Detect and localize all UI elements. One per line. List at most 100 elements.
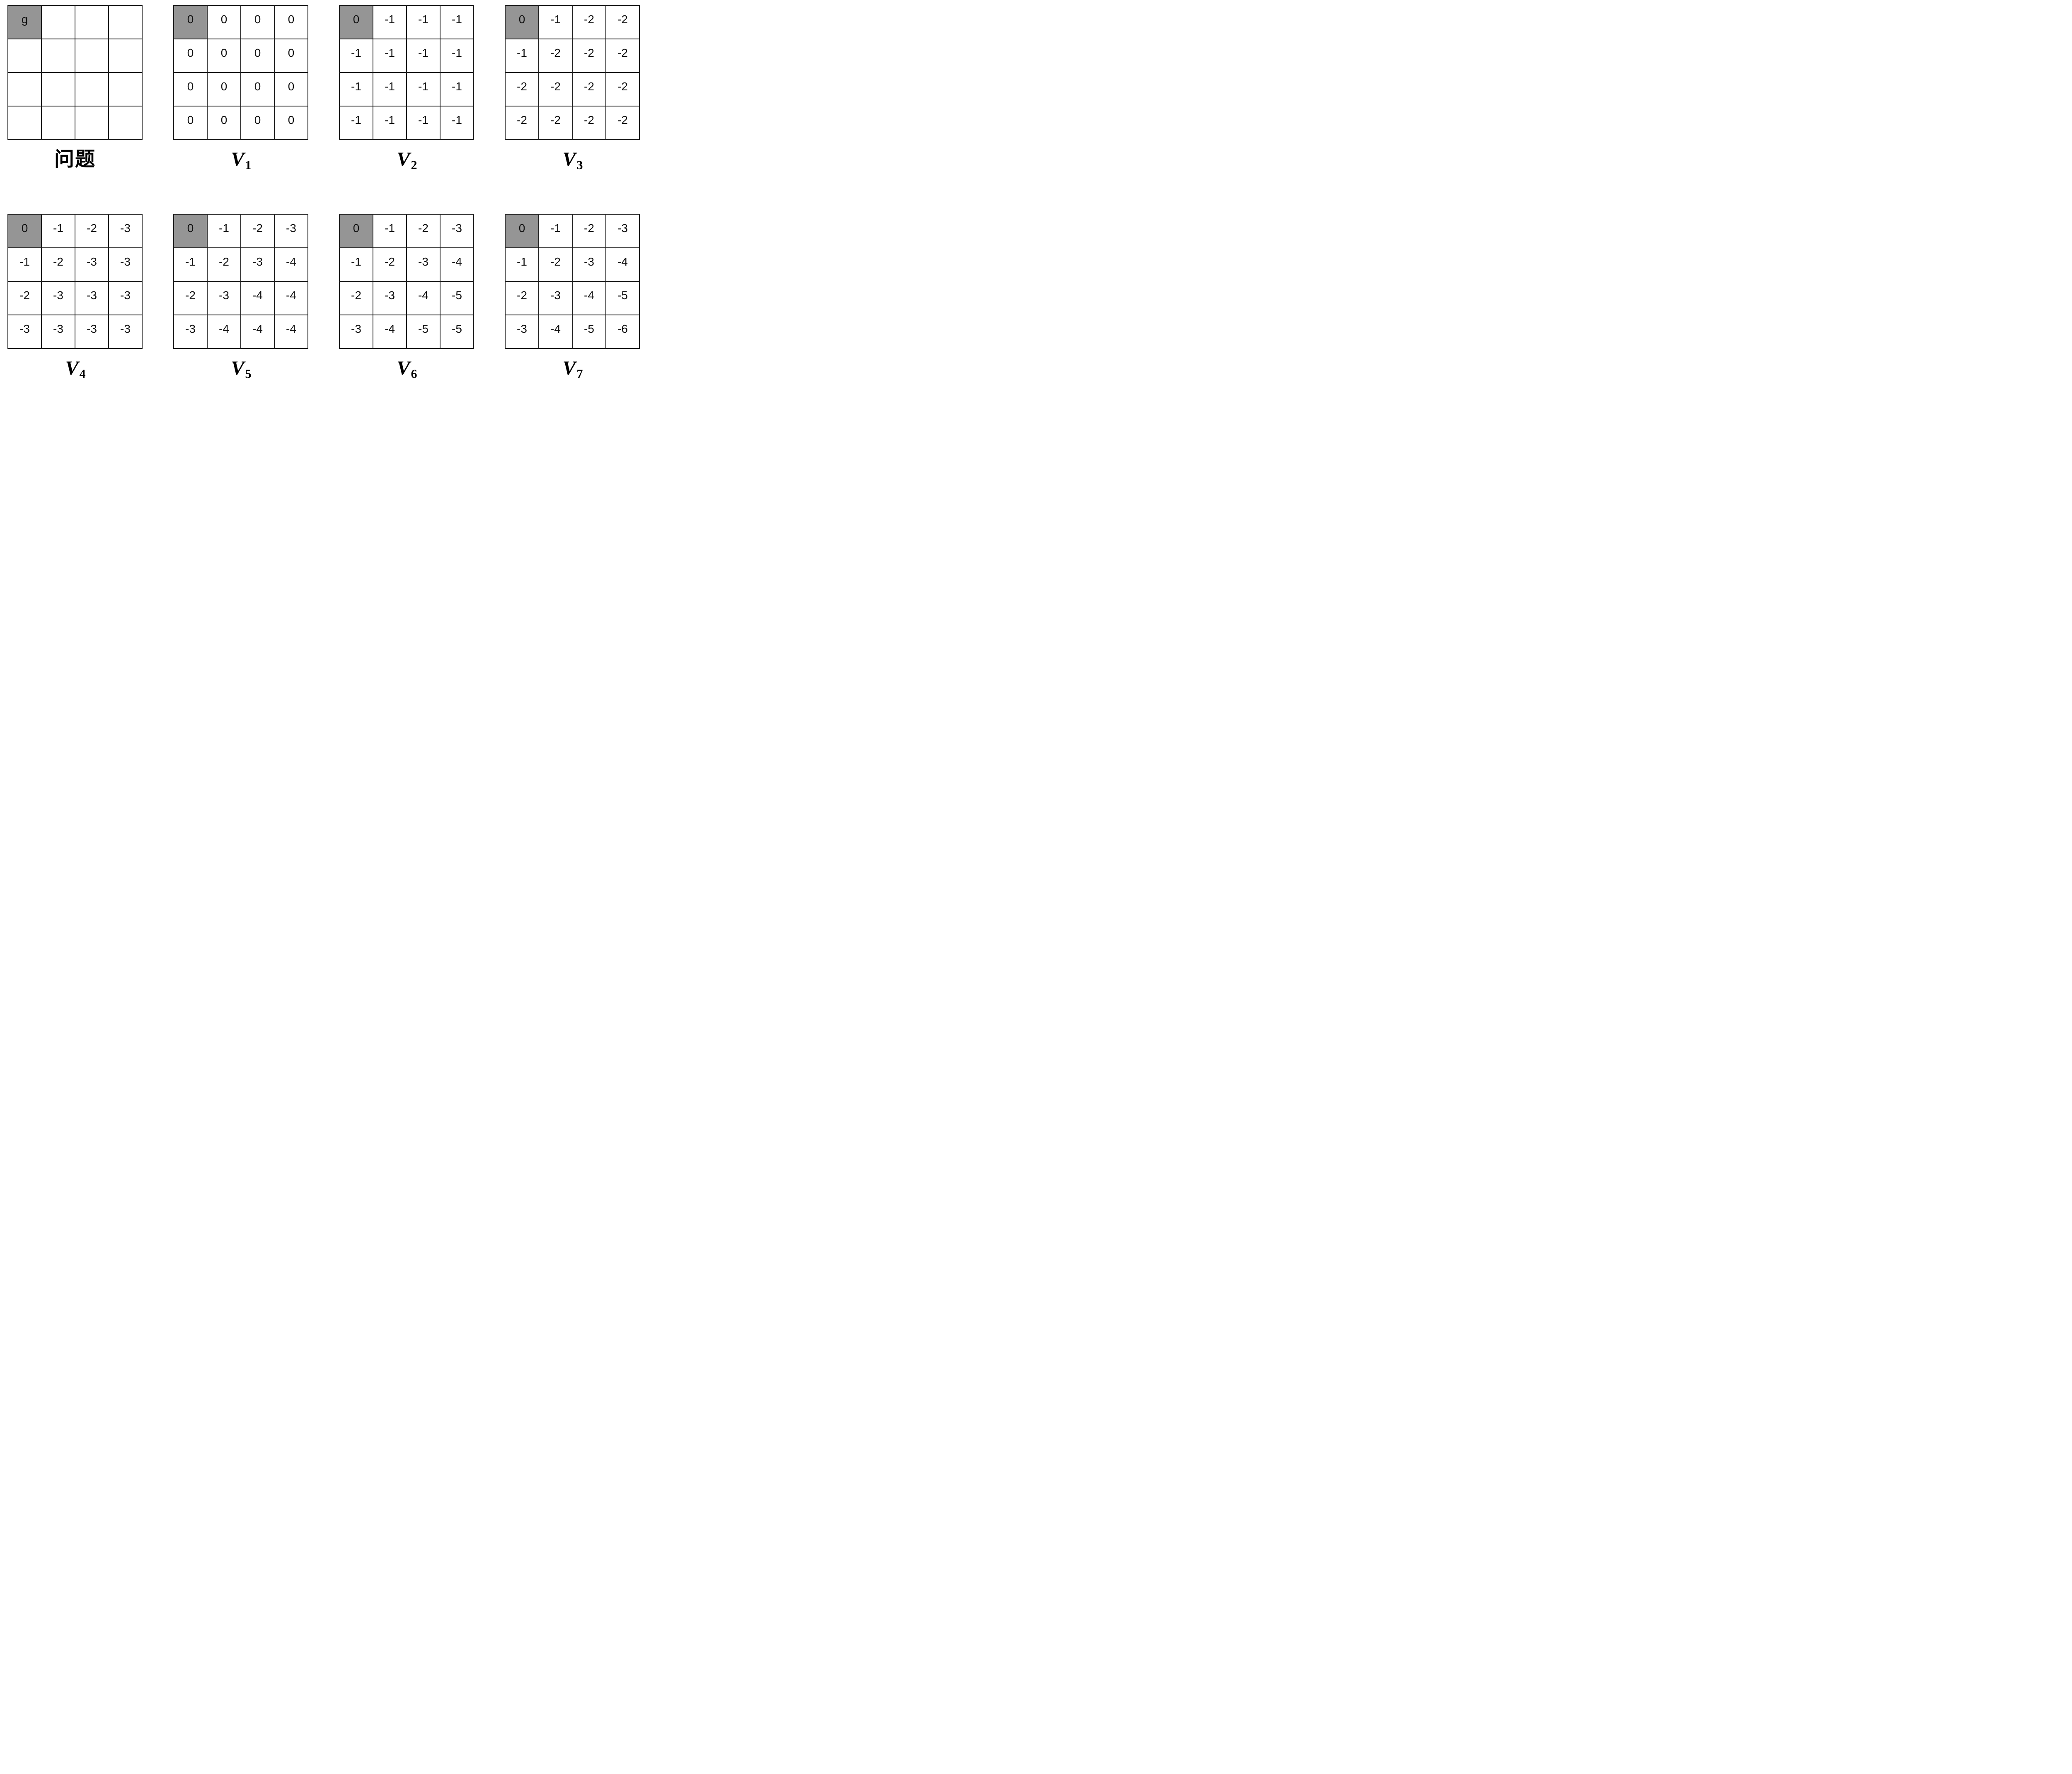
grid-caption-subscript: 3 [576, 158, 583, 172]
grid-cell: 0 [274, 106, 308, 140]
grid-row: 0-1-1-1 [339, 5, 474, 39]
grid-cell: 0 [207, 72, 241, 106]
grid-table: 0-1-2-3-1-2-3-4-2-3-4-4-3-4-4-4 [173, 214, 308, 349]
grid-cell: -2 [572, 39, 606, 73]
grid-cell: -4 [605, 247, 640, 282]
grid-caption: V7 [505, 356, 641, 381]
grid-cell: -1 [406, 72, 441, 106]
grid-row: -1-1-1-1 [339, 72, 474, 106]
grid-cell: -2 [41, 247, 75, 282]
grid-row: -3-3-3-3 [7, 315, 143, 349]
grid-cell: -3 [173, 315, 208, 349]
grid-cell: -1 [7, 247, 42, 282]
grid-cell: -1 [339, 39, 373, 73]
grid-row: -1-1-1-1 [339, 106, 474, 140]
grid-cell: 0 [207, 39, 241, 73]
grid-cell: -1 [406, 39, 441, 73]
grid-cell: -1 [440, 39, 474, 73]
grid-cell [108, 72, 143, 106]
grid-cell: -2 [572, 72, 606, 106]
grid-cell: -3 [274, 214, 308, 248]
grid-body: 0-1-1-1-1-1-1-1-1-1-1-1-1-1-1-1 [339, 5, 474, 140]
grid-row: -3-4-5-6 [505, 315, 640, 349]
grid-cell: -3 [75, 247, 109, 282]
grid-table: 0-1-2-3-1-2-3-4-2-3-4-5-3-4-5-5 [339, 214, 474, 349]
grid-caption: V6 [339, 356, 475, 381]
grid-caption-subscript: 7 [576, 367, 583, 381]
grid-cell: 0 [173, 106, 208, 140]
goal-cell: 0 [505, 214, 539, 248]
grid-caption-label: V [562, 357, 576, 379]
grid-v6: 0-1-2-3-1-2-3-4-2-3-4-5-3-4-5-5 V6 [339, 214, 475, 381]
grid-cell: -1 [406, 106, 441, 140]
grid-cell [75, 5, 109, 39]
grid-cell: -6 [605, 315, 640, 349]
grid-cell: -4 [572, 281, 606, 315]
grid-cell: -2 [538, 247, 573, 282]
grid-cell: -1 [207, 214, 241, 248]
grid-cell: -2 [173, 281, 208, 315]
grid-cell: -2 [207, 247, 241, 282]
grid-caption: 问题 [7, 147, 143, 172]
grid-cell: -2 [505, 281, 539, 315]
grid-cell: -2 [605, 106, 640, 140]
grid-cell: -3 [207, 281, 241, 315]
grid-cell: -1 [373, 5, 407, 39]
grid-body: g [7, 5, 143, 140]
grid-cell: -2 [572, 214, 606, 248]
grid-cell: 0 [173, 39, 208, 73]
grid-cell: -2 [339, 281, 373, 315]
grid-caption: V3 [505, 147, 641, 172]
grid-row: g [7, 5, 143, 39]
grid-cell: 0 [240, 106, 275, 140]
grid-row: 0-1-2-3 [173, 214, 308, 248]
grid-caption-subscript: 1 [245, 158, 252, 172]
grid-cell: -4 [274, 315, 308, 349]
grid-cell [108, 5, 143, 39]
grid-cell: 0 [207, 106, 241, 140]
grid-caption-label: V [231, 148, 244, 170]
grid-cell [75, 72, 109, 106]
grid-cell: -3 [41, 281, 75, 315]
grid-cell: -5 [440, 281, 474, 315]
grid-cell: -2 [605, 72, 640, 106]
grid-cell: -4 [240, 281, 275, 315]
grid-cell: -3 [75, 281, 109, 315]
grid-cell [41, 39, 75, 73]
grid-cell: -5 [440, 315, 474, 349]
grid-cell: 0 [240, 72, 275, 106]
grid-cell: -3 [572, 247, 606, 282]
grid-cell: -2 [75, 214, 109, 248]
goal-cell: 0 [339, 214, 373, 248]
grid-cell: -1 [538, 214, 573, 248]
grid-cell [75, 106, 109, 140]
grid-table: 0-1-2-3-1-2-3-4-2-3-4-5-3-4-5-6 [505, 214, 640, 349]
grid-row: 0-1-2-3 [505, 214, 640, 248]
grid-caption-subscript: 6 [411, 367, 417, 381]
goal-cell: 0 [505, 5, 539, 39]
grid-cell [108, 39, 143, 73]
grid-table: g [7, 5, 143, 140]
grid-row: -1-2-2-2 [505, 39, 640, 73]
grid-cell: -2 [538, 72, 573, 106]
grid-caption-label: V [231, 357, 244, 379]
grid-cell: 0 [274, 72, 308, 106]
grid-cell: -2 [538, 39, 573, 73]
grid-problem: g 问题 [7, 5, 143, 172]
grid-cell: -1 [440, 106, 474, 140]
grid-cell: -2 [7, 281, 42, 315]
grid-row: 0-1-2-3 [7, 214, 143, 248]
grid-cell: -3 [440, 214, 474, 248]
grid-cell: -3 [108, 281, 143, 315]
grid-caption-subscript: 2 [411, 158, 417, 172]
grid-cell: -2 [373, 247, 407, 282]
grid-cell: -3 [240, 247, 275, 282]
grid-cell: -1 [339, 247, 373, 282]
grid-cell: -2 [572, 5, 606, 39]
